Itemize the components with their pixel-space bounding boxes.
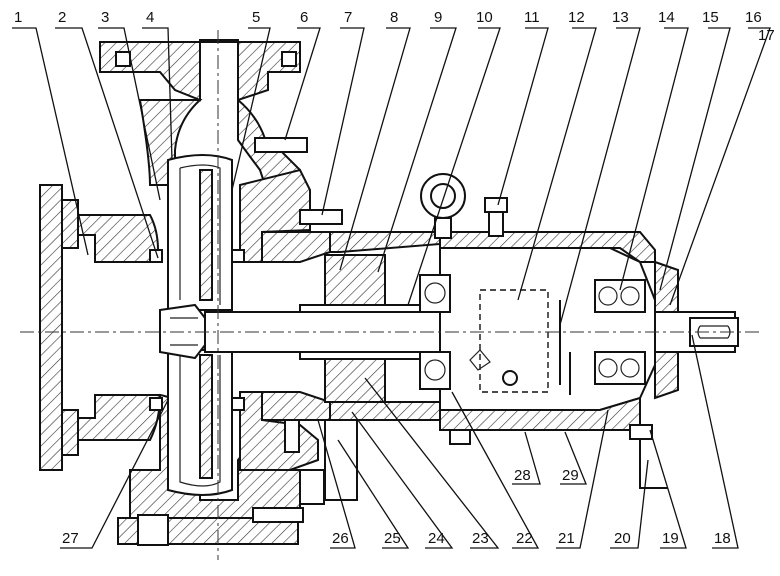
- callout-17: 17: [758, 27, 775, 44]
- callout-19: 19: [662, 530, 679, 547]
- bolts: [137, 137, 471, 546]
- stuffing-box: [261, 231, 421, 421]
- callout-13: 13: [612, 9, 629, 26]
- callout-16: 16: [745, 9, 762, 26]
- callout-8: 8: [390, 9, 398, 26]
- callout-7: 7: [344, 9, 352, 26]
- callout-25: 25: [384, 530, 401, 547]
- lifting-eye: [420, 173, 466, 239]
- callout-23: 23: [472, 530, 489, 547]
- callout-3: 3: [101, 9, 109, 26]
- callout-28: 28: [514, 467, 531, 484]
- support-foot: [629, 424, 668, 489]
- center-lines: [20, 30, 760, 560]
- callout-9: 9: [434, 9, 442, 26]
- callout-15: 15: [702, 9, 719, 26]
- drain-plug: [469, 349, 518, 386]
- callout-26: 26: [332, 530, 349, 547]
- callout-4: 4: [146, 9, 154, 26]
- callout-10: 10: [476, 9, 493, 26]
- callout-2: 2: [58, 9, 66, 26]
- callout-5: 5: [252, 9, 260, 26]
- callout-numbers: 1 2 3 4 5 6 7 8 9 10 11 12 13 14 15 16 1…: [14, 9, 775, 547]
- callout-1: 1: [14, 9, 22, 26]
- callout-6: 6: [300, 9, 308, 26]
- callout-20: 20: [614, 530, 631, 547]
- callout-29: 29: [562, 467, 579, 484]
- vent-plug: [484, 197, 508, 237]
- leader-lines: [12, 27, 771, 549]
- pump-casing: [39, 39, 319, 545]
- callout-14: 14: [658, 9, 675, 26]
- callout-12: 12: [568, 9, 585, 26]
- callout-27: 27: [62, 530, 79, 547]
- callout-24: 24: [428, 530, 445, 547]
- callout-21: 21: [558, 530, 575, 547]
- callout-18: 18: [714, 530, 731, 547]
- callout-11: 11: [524, 9, 540, 26]
- bearing-housing: [329, 231, 679, 431]
- callout-22: 22: [516, 530, 533, 547]
